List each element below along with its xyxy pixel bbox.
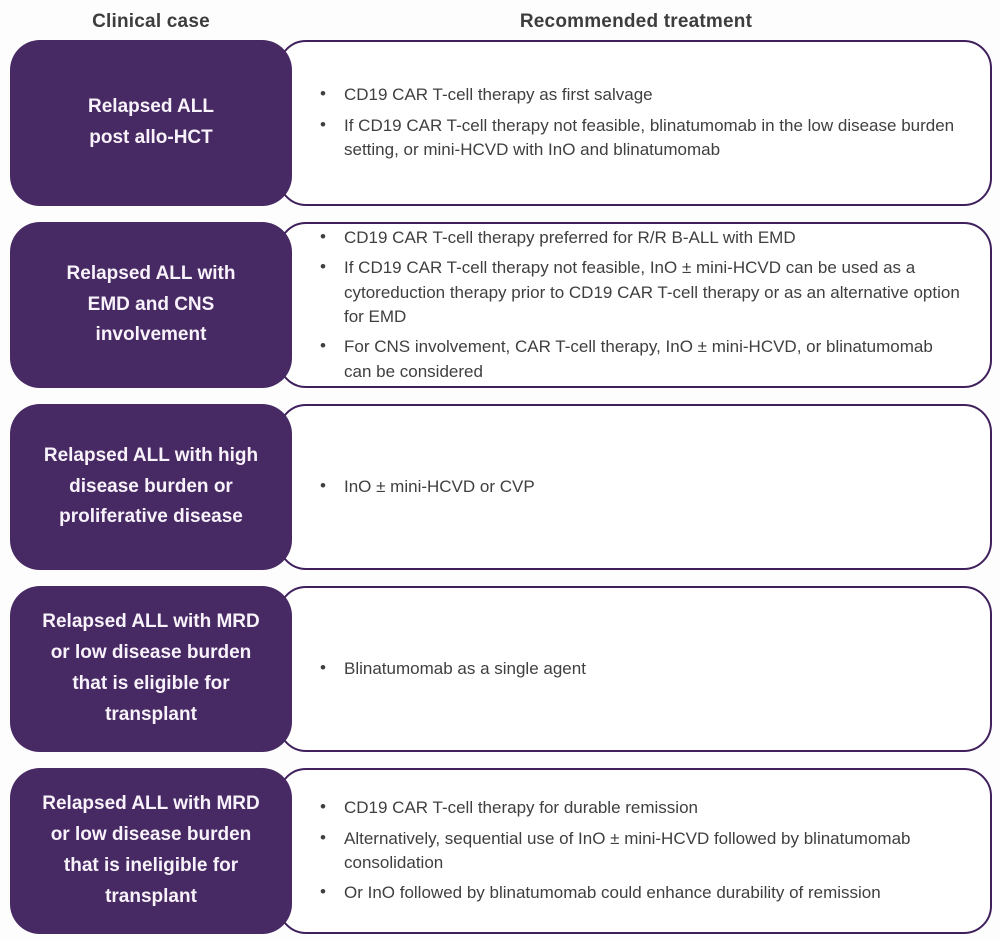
treatment-bullet-list: CD19 CAR T-cell therapy preferred for R/… <box>280 220 990 391</box>
case-card: Relapsed ALL with EMD and CNS involvemen… <box>10 222 292 388</box>
treatment-bullet: Alternatively, sequential use of InO ± m… <box>318 826 962 876</box>
treatment-bullet: Blinatumomab as a single agent <box>318 656 962 681</box>
case-card: Relapsed ALL with MRD or low disease bur… <box>10 586 292 752</box>
treatment-bullet: CD19 CAR T-cell therapy as first salvage <box>318 82 962 107</box>
case-line: transplant <box>105 885 197 907</box>
case-label: Relapsed ALL with EMD and CNS involvemen… <box>67 259 236 351</box>
case-line: that is eligible for <box>72 673 230 694</box>
treatment-card: CD19 CAR T-cell therapy as first salvage… <box>278 40 992 206</box>
case-card: Relapsed ALL with MRD or low disease bur… <box>10 768 292 934</box>
case-card: Relapsed ALL post allo-HCT <box>10 40 292 206</box>
treatment-bullet: Or InO followed by blinatumomab could en… <box>318 880 962 905</box>
column-headers: Clinical case Recommended treatment <box>0 0 1000 33</box>
treatment-bullet-list: CD19 CAR T-cell therapy for durable remi… <box>280 790 990 912</box>
treatment-card: Blinatumomab as a single agent <box>278 586 992 752</box>
treatment-bullet-list: Blinatumomab as a single agent <box>280 651 990 687</box>
case-line: Relapsed ALL <box>88 96 214 118</box>
case-line: that is ineligible for <box>63 855 239 876</box>
case-line: involvement <box>95 324 207 346</box>
case-line: proliferative disease <box>59 506 243 528</box>
table-row: Relapsed ALL post allo-HCT CD19 CAR T-ce… <box>10 40 992 206</box>
treatment-bullet-list: CD19 CAR T-cell therapy as first salvage… <box>280 77 990 168</box>
column-header-clinical-case: Clinical case <box>92 11 210 32</box>
case-label: Relapsed ALL post allo-HCT <box>88 92 214 154</box>
case-line: disease burden or <box>69 475 233 497</box>
case-line: post allo-HCT <box>89 127 213 148</box>
case-line: Relapsed ALL with <box>66 262 236 284</box>
treatment-card: InO ± mini-HCVD or CVP <box>278 404 992 570</box>
case-line: or low disease burden <box>50 824 252 846</box>
table-row: Relapsed ALL with MRD or low disease bur… <box>10 768 992 934</box>
treatment-bullet-list: InO ± mini-HCVD or CVP <box>280 469 990 505</box>
treatment-bullet: For CNS involvement, CAR T-cell therapy,… <box>318 334 962 384</box>
case-label: Relapsed ALL with high disease burden or… <box>44 441 258 533</box>
treatment-bullet: InO ± mini-HCVD or CVP <box>318 474 962 499</box>
table-row: Relapsed ALL with MRD or low disease bur… <box>10 586 992 752</box>
treatment-bullet: If CD19 CAR T-cell therapy not feasible,… <box>318 255 962 329</box>
treatment-bullet: If CD19 CAR T-cell therapy not feasible,… <box>318 113 962 163</box>
table-row: Relapsed ALL with EMD and CNS involvemen… <box>10 222 992 388</box>
case-line: or low disease burden <box>50 642 252 664</box>
case-label: Relapsed ALL with MRD or low disease bur… <box>42 607 259 730</box>
case-line: Relapsed ALL with MRD <box>42 611 260 633</box>
case-line: Relapsed ALL with MRD <box>42 793 260 815</box>
case-line: EMD and CNS <box>87 293 215 315</box>
case-line: Relapsed ALL with high <box>43 444 259 466</box>
case-label: Relapsed ALL with MRD or low disease bur… <box>42 789 259 912</box>
case-line: transplant <box>105 703 197 725</box>
column-header-recommended-treatment: Recommended treatment <box>519 11 753 32</box>
case-card: Relapsed ALL with high disease burden or… <box>10 404 292 570</box>
table-row: Relapsed ALL with high disease burden or… <box>10 404 992 570</box>
treatment-bullet: CD19 CAR T-cell therapy for durable remi… <box>318 795 962 820</box>
treatment-card: CD19 CAR T-cell therapy preferred for R/… <box>278 222 992 388</box>
treatment-bullet: CD19 CAR T-cell therapy preferred for R/… <box>318 225 962 250</box>
treatment-card: CD19 CAR T-cell therapy for durable remi… <box>278 768 992 934</box>
